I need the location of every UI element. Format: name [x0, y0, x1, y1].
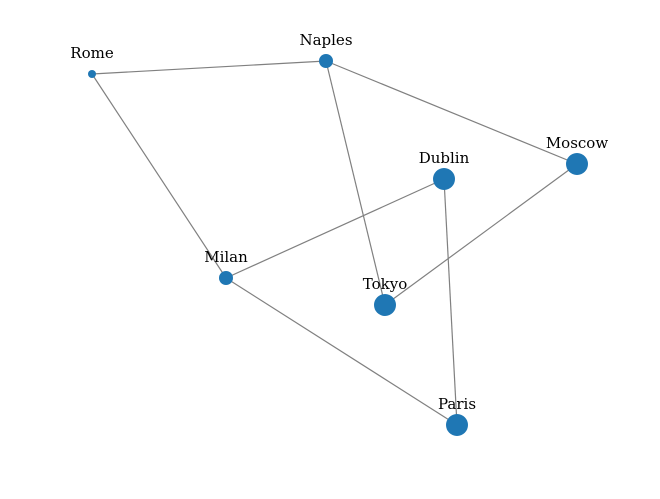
node-label-milan: Milan	[204, 248, 248, 266]
edge-rome-milan	[91, 73, 227, 279]
node-label-dublin: Dublin	[419, 149, 470, 167]
edge-naples-moscow	[325, 60, 578, 165]
node-paris	[446, 414, 468, 436]
node-naples	[319, 54, 333, 68]
node-label-rome: Rome	[70, 44, 114, 62]
node-tokyo	[374, 294, 396, 316]
node-label-paris: Paris	[438, 395, 476, 413]
node-label-tokyo: Tokyo	[363, 275, 407, 293]
edge-rome-naples	[91, 60, 327, 75]
edge-moscow-tokyo	[384, 163, 578, 306]
edge-layer	[91, 60, 578, 426]
edge-dublin-paris	[443, 178, 458, 426]
node-layer	[88, 54, 588, 436]
edge-dublin-milan	[225, 178, 445, 279]
edge-naples-tokyo	[325, 60, 386, 306]
node-label-moscow: Moscow	[546, 134, 609, 152]
node-dublin	[433, 168, 455, 190]
node-rome	[88, 70, 96, 78]
edge-milan-paris	[225, 277, 458, 426]
node-moscow	[566, 153, 588, 175]
node-milan	[219, 271, 233, 285]
node-label-naples: Naples	[299, 31, 352, 49]
